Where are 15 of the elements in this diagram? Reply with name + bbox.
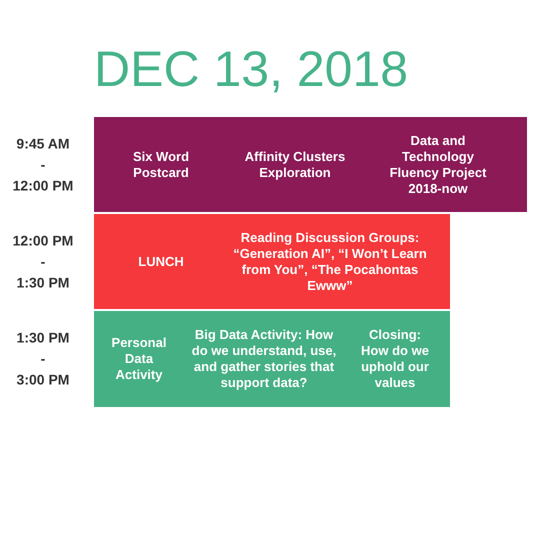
session-text: LUNCH — [137, 254, 185, 270]
time-range: 12:00 PM - 1:30 PM — [12, 231, 74, 292]
session-text: Reading Discussion Groups: “Generation AI”, “I Won’t Learn from You”, “The Pocahontas Ewww” — [232, 230, 428, 294]
time-range: 9:45 AM - 12:00 PM — [12, 134, 74, 195]
session-text: Personal Data Activity — [110, 335, 168, 383]
time-range: 1:30 PM - 3:00 PM — [16, 328, 70, 390]
schedule-band — [94, 311, 450, 407]
session-text: Six Word Postcard — [132, 148, 190, 180]
session-text: Data and Technology Fluency Project 2018-now — [388, 132, 488, 196]
title: DEC 13, 2018 — [94, 40, 408, 98]
session-text: Affinity Clusters Exploration — [244, 148, 346, 180]
session-text: Closing: How do we uphold our values — [360, 327, 430, 391]
schedule-band — [94, 214, 450, 309]
session-text: Big Data Activity: How do we understand, use, and gather stories that support data? — [190, 327, 338, 391]
schedule-band — [94, 117, 527, 212]
